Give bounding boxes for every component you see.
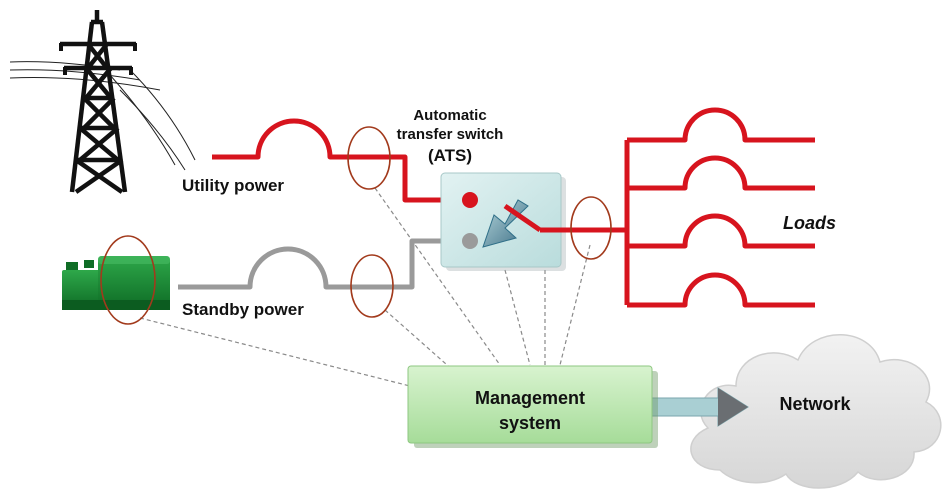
utility-contact <box>462 192 478 208</box>
loads-label: Loads <box>783 213 837 233</box>
ats-title-line2: transfer switch <box>396 126 504 143</box>
generator-icon <box>62 256 170 310</box>
cloud-icon <box>690 334 942 489</box>
utility-monitor-ring <box>347 126 391 190</box>
ats-title: Automatic transfer switch <box>355 106 545 144</box>
utility-power-label: Utility power <box>182 176 285 195</box>
standby-power-line <box>178 238 470 290</box>
network-label: Network <box>779 394 851 414</box>
transmission-tower-icon <box>9 10 196 194</box>
generator-monitor-ring <box>100 235 156 325</box>
monitoring-rings <box>100 126 612 325</box>
standby-monitor-ring <box>350 254 394 318</box>
ats-output-monitor-ring <box>570 196 612 260</box>
monitoring-links <box>139 187 591 387</box>
ats-box <box>440 172 566 271</box>
loads-bus <box>540 107 815 308</box>
standby-power-label: Standby power <box>182 300 304 319</box>
standby-contact <box>462 233 478 249</box>
management-system-label: Management system <box>408 386 652 436</box>
management-label-line1: Management <box>474 388 586 408</box>
management-label-line2: system <box>498 413 562 433</box>
switch-blade <box>503 203 542 233</box>
ats-title-line1: Automatic <box>413 107 487 124</box>
ats-abbreviation: (ATS) <box>427 146 473 165</box>
management-system-box <box>407 365 658 448</box>
utility-power-line <box>212 118 470 203</box>
